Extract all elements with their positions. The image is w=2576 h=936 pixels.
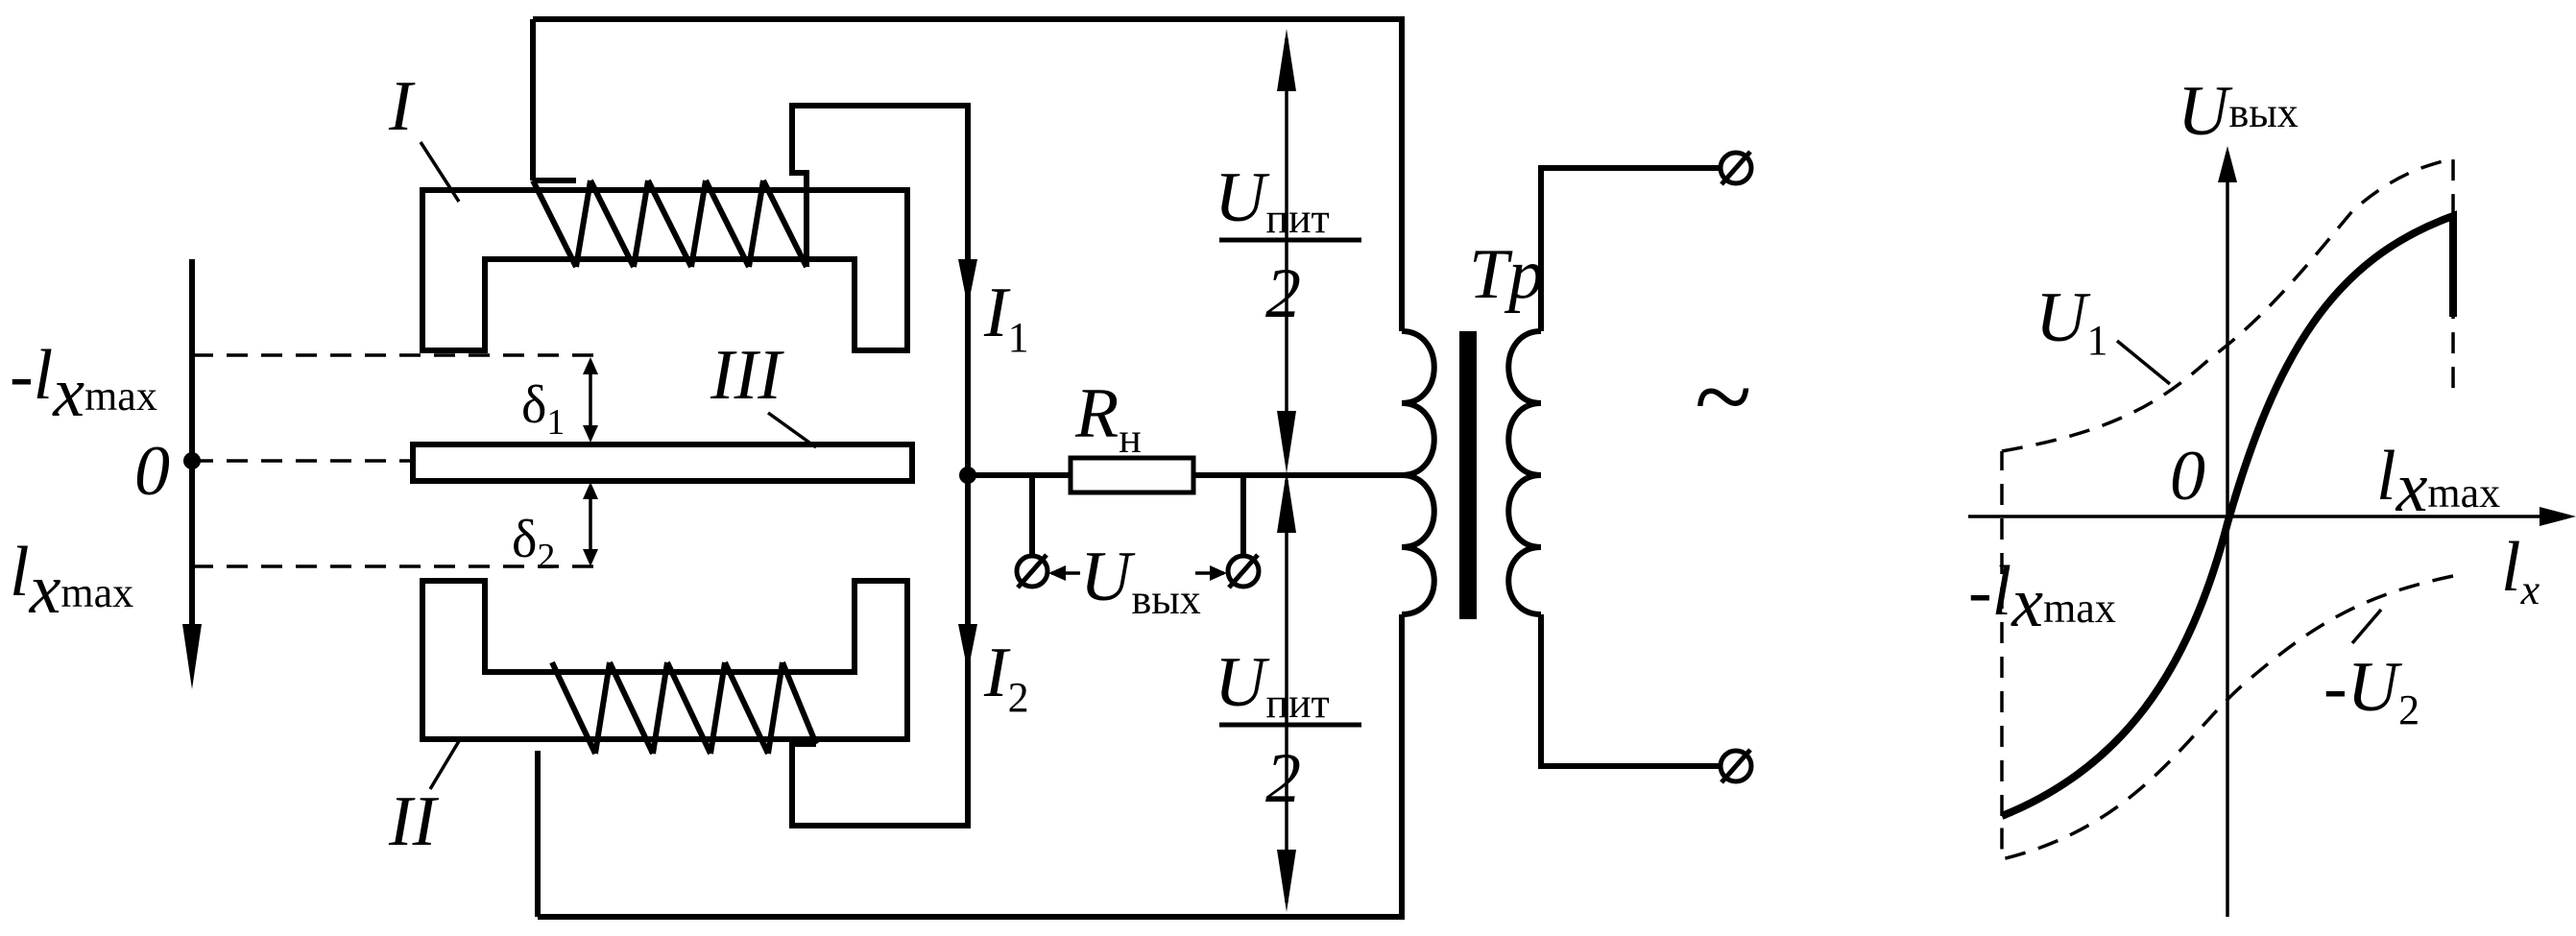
- delta2-label: δ2: [512, 510, 555, 577]
- ac-terminal-top: [1718, 150, 1754, 186]
- armature-III-label: III: [710, 336, 784, 415]
- transformer-core: [1459, 331, 1477, 619]
- lower-core: [420, 578, 910, 742]
- output-voltage-label: Uвых: [1080, 538, 1201, 623]
- current-I2-label: I2: [983, 634, 1029, 721]
- transformer-primary: [1401, 328, 1437, 617]
- supply-lower-arrow: [1277, 470, 1296, 912]
- current-I1-label: I1: [983, 274, 1029, 361]
- ac-terminal-bottom: [1718, 748, 1754, 784]
- upper-coil: [530, 19, 971, 475]
- core-II-label: II: [388, 782, 440, 861]
- lower-coil: [535, 475, 971, 917]
- curve-neg-U2: [2000, 574, 2454, 862]
- current-I1-arrow: [958, 259, 977, 307]
- svg-text:Uпит: Uпит: [1215, 158, 1330, 242]
- graph-pos-limit-label: lxmax: [2376, 437, 2500, 527]
- graph-y-axis-label: Uвых: [2178, 72, 2299, 151]
- output-characteristic-curve: [2000, 210, 2457, 820]
- output-terminal-right: [1225, 475, 1262, 589]
- supply-loop: [533, 16, 1405, 920]
- ac-source-symbol: ~: [1695, 338, 1752, 455]
- output-voltage-arrows: [1048, 565, 1227, 581]
- transformer-label: Tp: [1469, 235, 1544, 314]
- curve-U1: [2001, 156, 2455, 453]
- supply-half-lower-label: Uпит 2: [1215, 643, 1361, 818]
- svg-text:2: 2: [1265, 739, 1301, 818]
- graph-x-axis-label: lx: [2501, 528, 2540, 613]
- gap-delta2-arrow: [583, 482, 598, 566]
- characteristic-graph: [1968, 146, 2576, 917]
- load-resistor: [1068, 455, 1196, 495]
- graph-neg-U2-label: -U2: [2323, 648, 2420, 733]
- zero-position-label: 0: [134, 432, 170, 511]
- graph-origin-label: 0: [2170, 437, 2205, 516]
- output-terminal-left: [1014, 475, 1050, 589]
- neg-lxmax-label: -lxmax: [10, 336, 157, 432]
- lxmax-label: lxmax: [10, 533, 133, 629]
- svg-text:Uпит: Uпит: [1215, 643, 1330, 727]
- supply-half-upper-label: Uпит 2: [1215, 158, 1361, 333]
- armature-plate: [410, 442, 915, 484]
- displacement-axis: [182, 259, 595, 689]
- supply-upper-arrow: [1277, 29, 1296, 473]
- gap-delta1-arrow: [583, 357, 598, 443]
- current-I2-arrow: [958, 624, 977, 672]
- graph-neg-limit-label: -lxmax: [1968, 552, 2116, 642]
- delta1-label: δ1: [521, 375, 565, 443]
- svg-text:2: 2: [1265, 254, 1301, 333]
- transformer-secondary: [1505, 165, 1719, 769]
- load-resistor-label: Rн: [1074, 374, 1142, 462]
- core-I-label: I: [388, 67, 416, 146]
- graph-U1-label: U1: [2035, 278, 2107, 364]
